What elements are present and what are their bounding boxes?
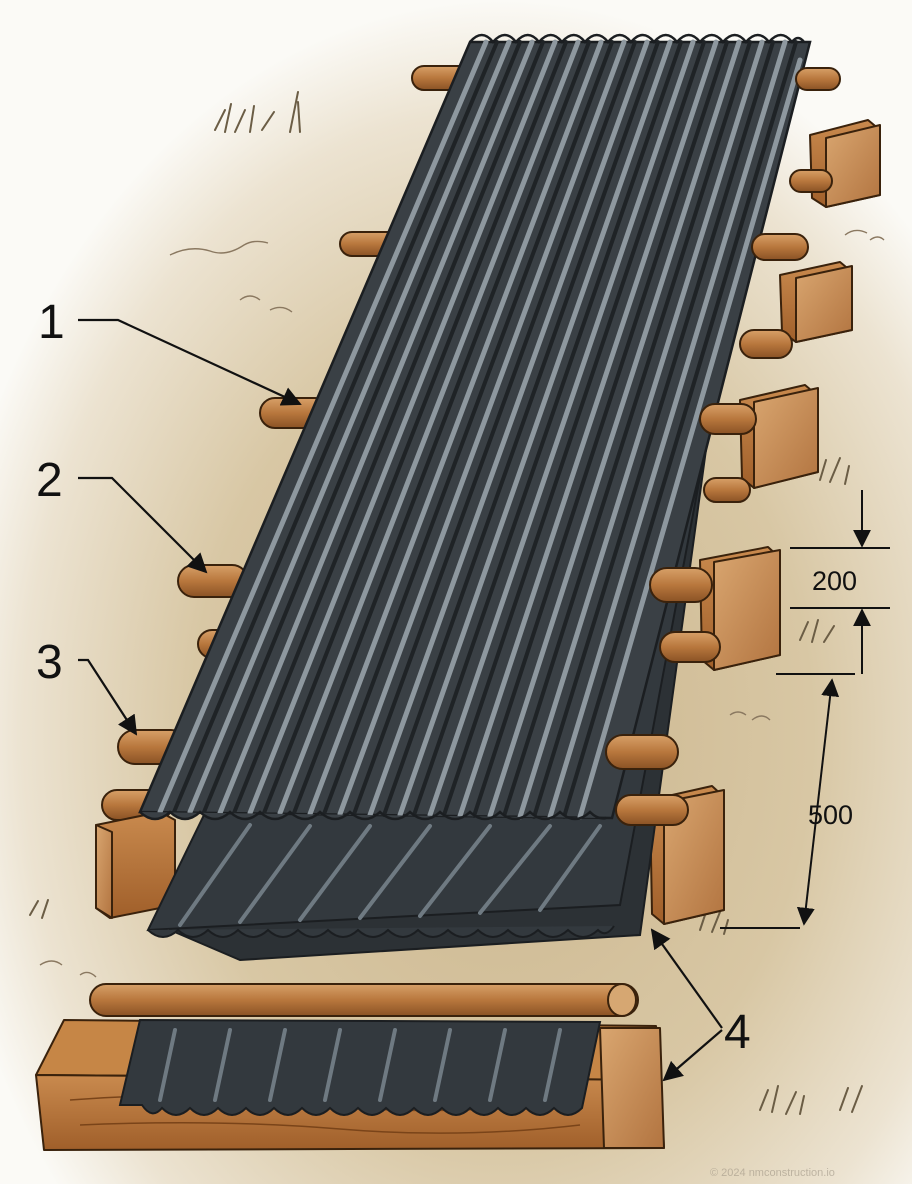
sheet-layer-1 (138, 40, 812, 820)
dimension-label-200: 200 (812, 566, 857, 596)
callout-label-1: 1 (38, 296, 65, 349)
sheet-edge-top (469, 33, 805, 45)
callout-label-3: 3 (36, 636, 63, 689)
sheet-edge-base (118, 1018, 602, 1116)
timber-block-lower-left (95, 811, 176, 919)
callout-label-4: 4 (724, 1006, 751, 1059)
front-dowel (89, 983, 639, 1017)
ground-specks (39, 229, 885, 978)
spacer-dowels-right (605, 67, 841, 826)
callout-leaders (78, 318, 723, 1082)
sheet-ridges (157, 39, 803, 820)
dimension-lines (720, 490, 890, 929)
callout-label-2: 2 (36, 454, 63, 507)
corrugated-sheet-stack (138, 33, 812, 962)
dimension-label-500: 500 (808, 800, 853, 830)
watermark-text: © 2024 nmconstruction.io (710, 1167, 835, 1179)
sheet-edge-middle (147, 925, 615, 938)
sheet-edge-bottom (139, 810, 607, 821)
